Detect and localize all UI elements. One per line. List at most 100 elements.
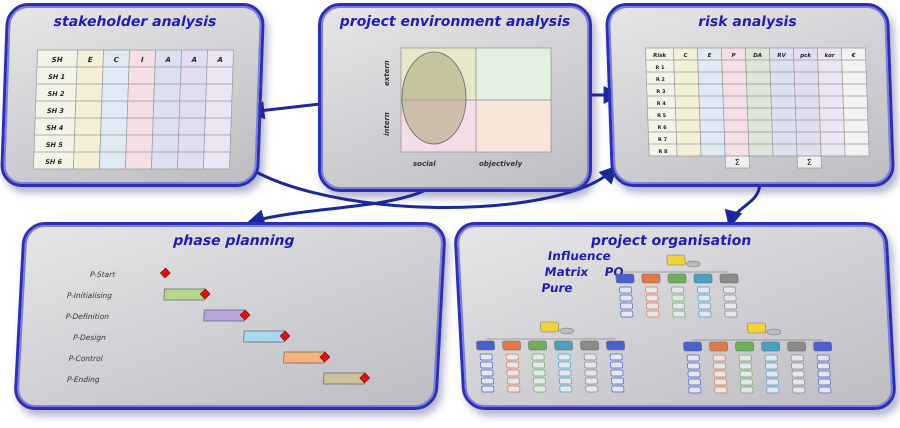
sh-row-label-4: SH 5 — [46, 141, 64, 149]
org-left-unit-box — [558, 377, 572, 385]
org-right-unit-box — [818, 378, 831, 386]
org-left-unit-box — [559, 385, 573, 393]
sh-row-label-3: SH 4 — [46, 124, 64, 132]
milestone-diamond-0 — [159, 267, 171, 279]
org-right-unit-box — [739, 362, 753, 370]
org-top-unit-box — [697, 294, 711, 302]
org-top-unit-box — [723, 286, 737, 294]
quadrant-extern-objectively — [475, 47, 552, 101]
milestone-diamond-3 — [279, 330, 291, 342]
org-right-unit-box — [688, 386, 702, 394]
org-left-unit-box — [584, 377, 598, 385]
org-left-dept-box-0 — [476, 340, 495, 351]
org-top-unit-box — [672, 302, 685, 310]
environment-analysis-panel: project environment analysis extern inte… — [318, 3, 592, 192]
org-right-dept-box-2 — [735, 341, 754, 352]
org-top-root-box — [666, 254, 686, 266]
risk-row-label-7: R 8 — [658, 149, 668, 155]
sh-column-1 — [73, 49, 104, 170]
org-charts: Influence Matrix Pure PO — [476, 249, 832, 394]
sh-header-5: A — [190, 56, 197, 64]
org-right-dept-box-5 — [813, 341, 832, 352]
org-left-unit-box — [557, 353, 571, 361]
org-left-unit-box — [609, 353, 623, 361]
org-type-pure: Pure — [541, 281, 573, 295]
phase-bar-2 — [203, 309, 246, 322]
org-left-unit-box — [506, 361, 519, 369]
org-left-unit-box — [531, 353, 545, 361]
org-left-unit-box — [584, 369, 598, 377]
sh-row-label-5: SH 6 — [45, 158, 63, 166]
risk-row-label-5: R 6 — [658, 125, 668, 131]
org-left-unit-box — [479, 353, 493, 361]
phase-bar-4 — [283, 351, 326, 364]
risk-column-7 — [816, 47, 846, 157]
org-top-dept-box-4 — [719, 273, 739, 284]
risk-header-0: Risk — [653, 53, 667, 59]
axis-intern-label: intern — [383, 112, 391, 136]
axis-objectively-label: objectively — [479, 160, 523, 168]
org-left-dept-box-2 — [528, 340, 547, 351]
risk-column-2 — [696, 47, 726, 157]
sh-row-label-0: SH 1 — [48, 73, 65, 81]
org-right-unit-box — [791, 362, 805, 370]
org-left-unit-box — [480, 377, 494, 385]
phase-bar-5 — [323, 372, 366, 385]
risk-row-label-1: R 2 — [656, 77, 666, 83]
sh-column-5 — [177, 49, 208, 170]
org-top-root-ellipse — [686, 260, 701, 268]
risk-header-6: pck — [799, 53, 811, 59]
milestone-diamond-2 — [239, 309, 251, 321]
sh-header-3: I — [141, 56, 144, 64]
org-top-unit-box — [620, 302, 633, 310]
milestone-diamond-5 — [359, 372, 371, 384]
org-left-unit-box — [610, 369, 624, 377]
org-top-unit-box — [724, 302, 737, 310]
phase-label-4: P-Control — [68, 354, 103, 363]
risk-sum-symbol-0: Σ — [735, 158, 740, 167]
sh-row-label-1: SH 2 — [47, 90, 65, 98]
org-top-dept-box-0 — [615, 273, 635, 284]
quadrant-intern-objectively — [475, 99, 552, 153]
org-left-unit-box — [480, 369, 494, 377]
org-right-unit-box — [817, 362, 831, 370]
org-right-unit-box — [740, 386, 754, 394]
org-top-dept-box-2 — [667, 273, 687, 284]
org-top-unit-box — [698, 302, 711, 310]
org-right-unit-box — [766, 378, 779, 386]
risk-header-3: P — [732, 53, 736, 59]
risk-row-label-6: R 7 — [658, 137, 668, 143]
org-right-unit-box — [740, 378, 753, 386]
org-left-unit-box — [481, 385, 495, 393]
phase-label-1: P-Initialising — [67, 291, 113, 300]
org-left-unit-box — [532, 369, 546, 377]
org-left-dept-box-3 — [554, 340, 573, 351]
org-top-unit-box — [672, 310, 686, 318]
axis-extern-label: extern — [383, 60, 391, 86]
risk-column-1 — [672, 47, 702, 157]
risk-column-6 — [792, 47, 822, 157]
org-left-unit-box — [610, 361, 623, 369]
org-right-unit-box — [739, 370, 753, 378]
org-right-unit-box — [766, 386, 780, 394]
org-top-unit-box — [698, 310, 712, 318]
org-right-unit-box — [714, 386, 728, 394]
org-type-matrix: Matrix — [544, 265, 590, 279]
org-right-dept-box-4 — [787, 341, 806, 352]
sh-row-label-2: SH 3 — [47, 107, 65, 115]
sh-column-3 — [125, 49, 156, 170]
phase-label-5: P-Ending — [67, 375, 100, 384]
org-right-unit-box — [688, 378, 701, 386]
risk-row-label-3: R 4 — [657, 101, 667, 107]
org-right-unit-box — [816, 354, 830, 362]
phase-bar-3 — [243, 330, 286, 343]
org-left-unit-box — [584, 361, 597, 369]
risk-header-4: DA — [753, 53, 762, 59]
org-top-unit-box — [723, 294, 737, 302]
phase-label-3: P-Design — [73, 333, 106, 342]
risk-sum-cell-0 — [724, 155, 750, 169]
org-right-unit-box — [791, 370, 805, 378]
org-right-unit-box — [818, 386, 832, 394]
org-left-unit-box — [533, 385, 547, 393]
